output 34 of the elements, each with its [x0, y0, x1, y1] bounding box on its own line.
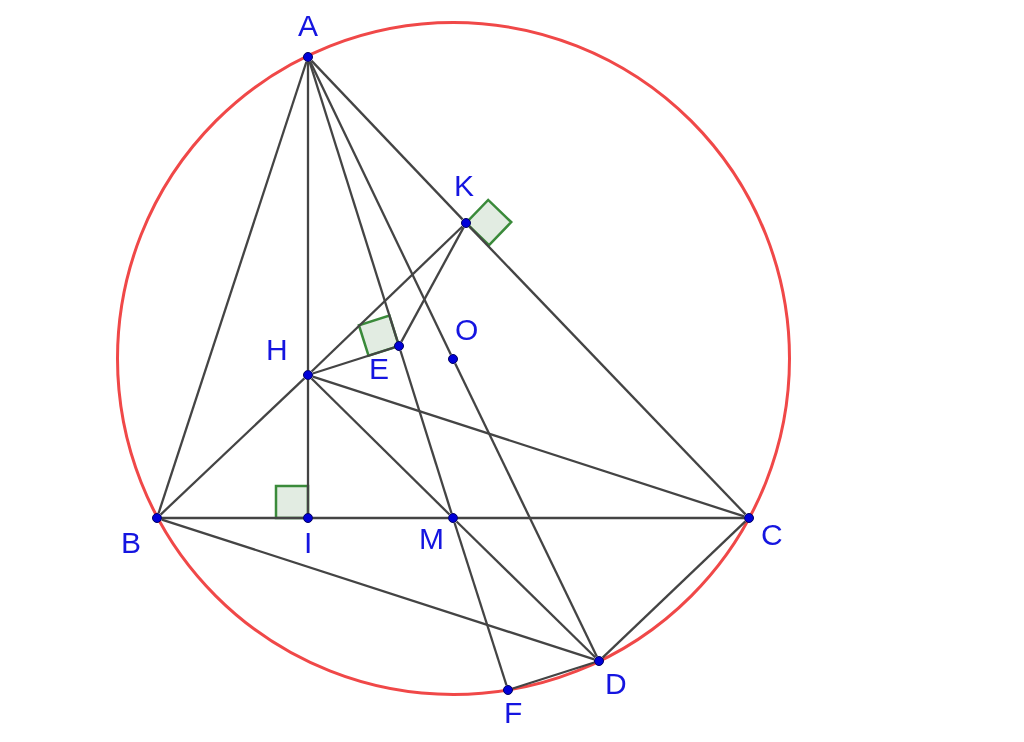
line-segment: [309, 61, 452, 355]
line-segment: [400, 226, 465, 343]
line-segment: [458, 516, 744, 520]
line-segment: [162, 516, 303, 520]
point-label: K: [454, 171, 474, 201]
line-segment: [313, 516, 448, 520]
point-label: D: [605, 669, 627, 699]
line-segment: [310, 377, 451, 516]
point-label: F: [504, 698, 523, 728]
point-label: B: [121, 528, 141, 558]
line-segment: [453, 522, 508, 686]
line-segment: [399, 350, 453, 514]
line-segment: [159, 377, 306, 516]
point-label: H: [266, 335, 288, 365]
point-label: C: [761, 520, 783, 550]
point-label: O: [455, 315, 479, 345]
point-label: E: [369, 354, 389, 384]
point-label: M: [419, 524, 444, 554]
line-segment: [161, 518, 595, 661]
line-segment: [512, 661, 595, 690]
line-segment: [306, 62, 310, 370]
line-segment: [157, 61, 308, 514]
line-segment: [455, 520, 597, 659]
line-segment: [308, 61, 399, 342]
line-segment: [310, 59, 464, 221]
point-label: I: [304, 528, 313, 558]
line-segment: [312, 346, 395, 375]
line-segment: [454, 363, 598, 657]
line-segment: [310, 225, 464, 373]
line-segment: [601, 520, 747, 659]
line-segment: [306, 380, 310, 513]
line-segment: [312, 375, 745, 518]
line-segment: [468, 225, 747, 516]
point-label: A: [298, 11, 318, 41]
